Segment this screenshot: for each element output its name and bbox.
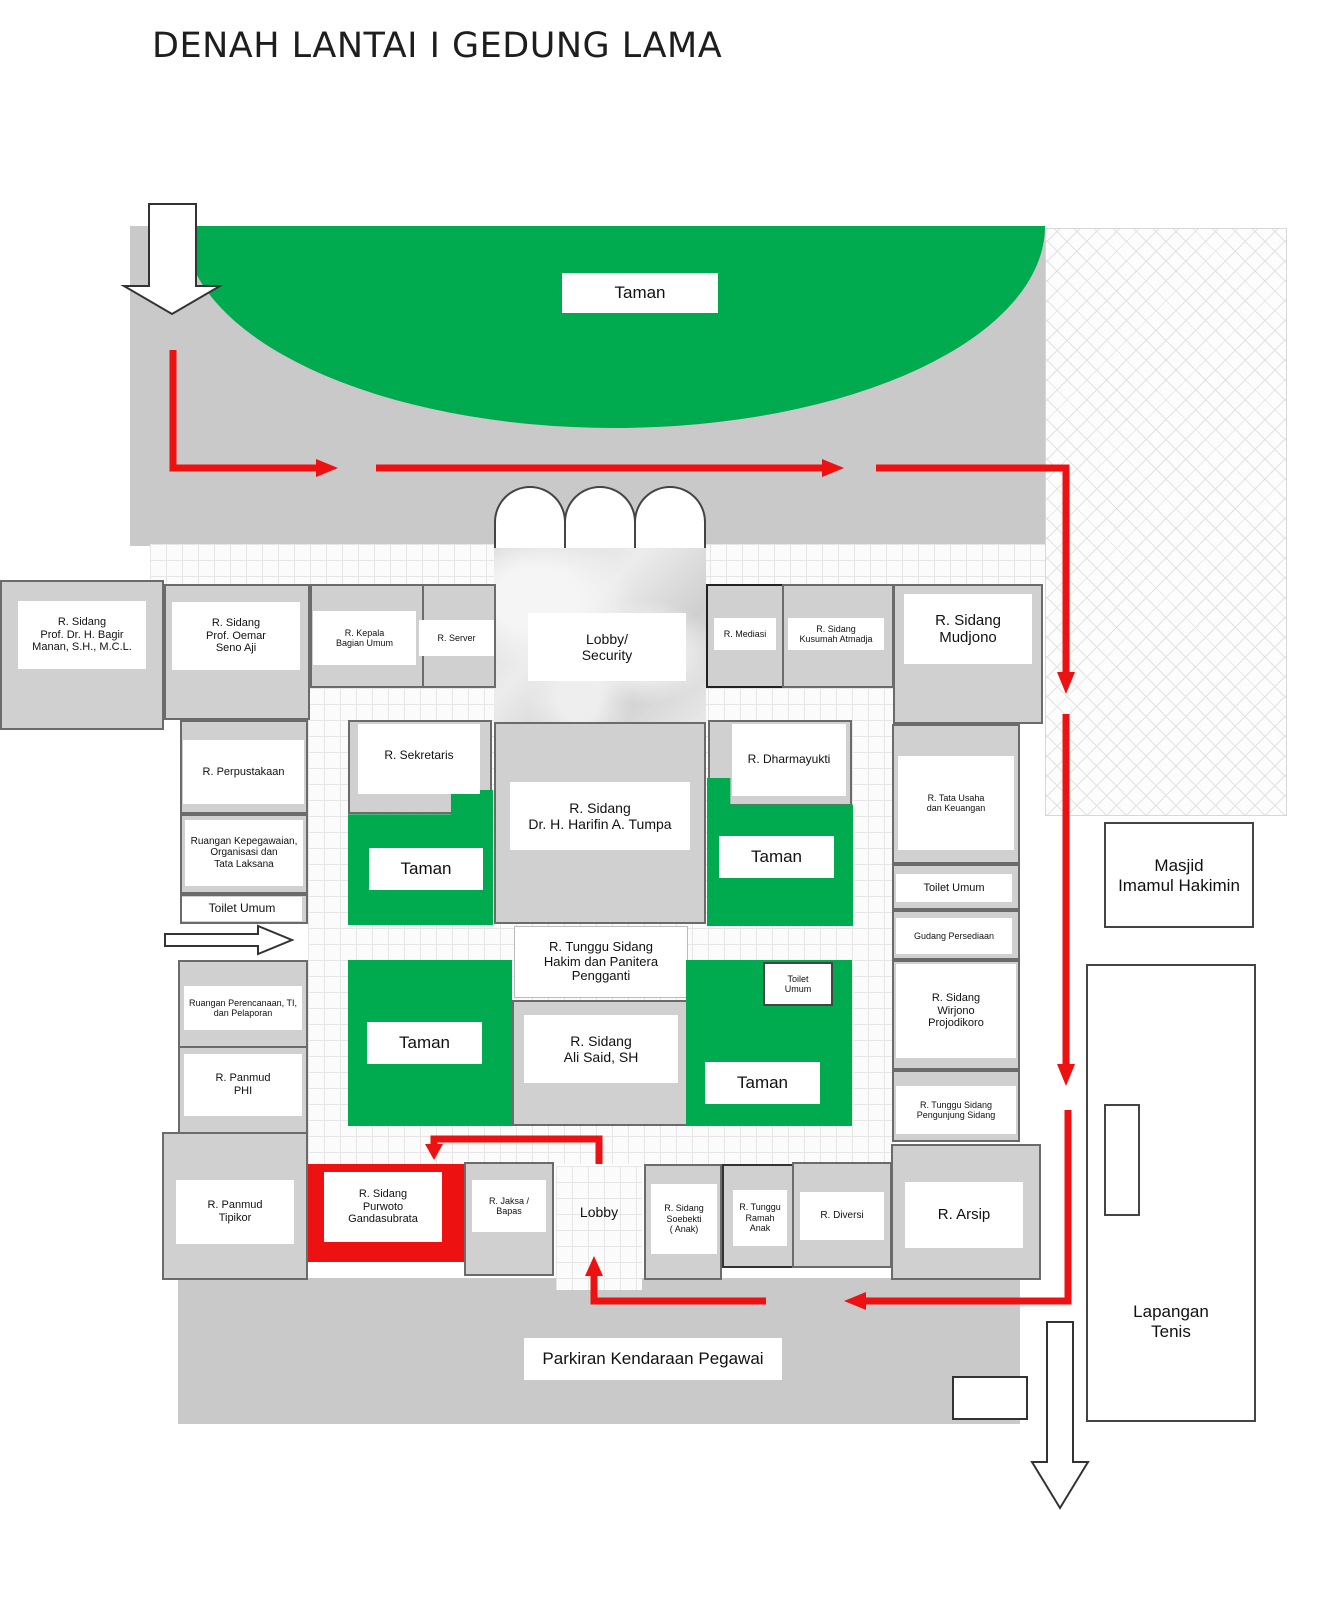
exit-arrow xyxy=(1030,1321,1090,1510)
page-title: DENAH LANTAI I GEDUNG LAMA xyxy=(152,26,723,66)
label-perencanaan: Ruangan Perencanaan, TI, dan Pelaporan xyxy=(184,986,302,1030)
label-parkiran: Parkiran Kendaraan Pegawai xyxy=(524,1338,782,1380)
label-taman-d: Taman xyxy=(705,1062,820,1104)
label-sidang-ali: R. Sidang Ali Said, SH xyxy=(524,1015,678,1083)
route-arrowheads xyxy=(316,459,1075,1310)
label-toilet-small: Toilet Umum xyxy=(763,962,833,1006)
label-sidang-wirjono: R. Sidang Wirjono Projodikoro xyxy=(896,964,1016,1058)
entrance-dome-3 xyxy=(634,486,706,548)
label-kepala-bagian: R. Kepala Bagian Umum xyxy=(313,611,416,665)
label-toilet-right: Toilet Umum xyxy=(896,874,1012,902)
label-sidang-oemar: R. Sidang Prof. Oemar Seno Aji xyxy=(172,602,300,670)
label-sidang-kusumah: R. Sidang Kusumah Atmadja xyxy=(788,618,884,650)
label-sidang-bagir: R. Sidang Prof. Dr. H. Bagir Manan, S.H.… xyxy=(18,601,146,669)
label-dharmayukti: R. Dharmayukti xyxy=(732,724,846,796)
label-taman-a: Taman xyxy=(369,848,483,890)
label-kepegawaian: Ruangan Kepegawaian, Organisasi dan Tata… xyxy=(185,820,303,886)
label-tunggu-pengunjung: R. Tunggu Sidang Pengunjung Sidang xyxy=(896,1086,1016,1134)
label-lapangan-tenis: Lapangan Tenis xyxy=(1133,1302,1209,1341)
label-taman-b: Taman xyxy=(719,836,834,878)
parking-box xyxy=(952,1376,1028,1420)
label-tata-usaha: R. Tata Usaha dan Keuangan xyxy=(898,756,1014,850)
label-taman-c: Taman xyxy=(367,1022,482,1064)
label-sidang-purwoto: R. Sidang Purwoto Gandasubrata xyxy=(324,1172,442,1242)
label-tunggu-hakim: R. Tunggu Sidang Hakim dan Panitera Peng… xyxy=(514,926,688,998)
label-sekretaris: R. Sekretaris xyxy=(358,724,480,794)
side-entrance-arrow xyxy=(164,924,295,956)
label-lobby: Lobby xyxy=(579,1203,619,1220)
label-lobby-security: Lobby/ Security xyxy=(528,613,686,681)
label-arsip: R. Arsip xyxy=(905,1182,1023,1248)
building-masjid xyxy=(1104,822,1254,928)
evacuation-route xyxy=(169,350,1072,1305)
label-sidang-mudjono: R. Sidang Mudjono xyxy=(904,594,1032,664)
label-panmud-phi: R. Panmud PHI xyxy=(184,1054,302,1116)
label-jaksa-bapas: R. Jaksa / Bapas xyxy=(472,1180,546,1232)
label-masjid: Masjid Imamul Hakimin xyxy=(1118,856,1240,895)
label-panmud-tipikor: R. Panmud Tipikor xyxy=(176,1180,294,1244)
tennis-court-inner xyxy=(1104,1104,1140,1216)
label-sidang-soebekti: R. Sidang Soebekti ( Anak) xyxy=(651,1184,717,1254)
label-tunggu-ramah-anak: R. Tunggu Ramah Anak xyxy=(733,1190,787,1246)
label-server: R. Server xyxy=(419,620,494,656)
entrance-arrow xyxy=(120,203,224,316)
label-gudang: Gudang Persediaan xyxy=(896,918,1012,954)
taman-top-label: Taman xyxy=(562,273,718,313)
hatched-area xyxy=(1045,228,1287,816)
label-perpustakaan: R. Perpustakaan xyxy=(183,740,304,804)
label-sidang-harifin: R. Sidang Dr. H. Harifin A. Tumpa xyxy=(510,782,690,850)
entrance-dome-1 xyxy=(494,486,566,548)
label-mediasi: R. Mediasi xyxy=(714,618,776,650)
label-diversi: R. Diversi xyxy=(800,1192,884,1240)
label-toilet-left: Toilet Umum xyxy=(182,897,302,921)
